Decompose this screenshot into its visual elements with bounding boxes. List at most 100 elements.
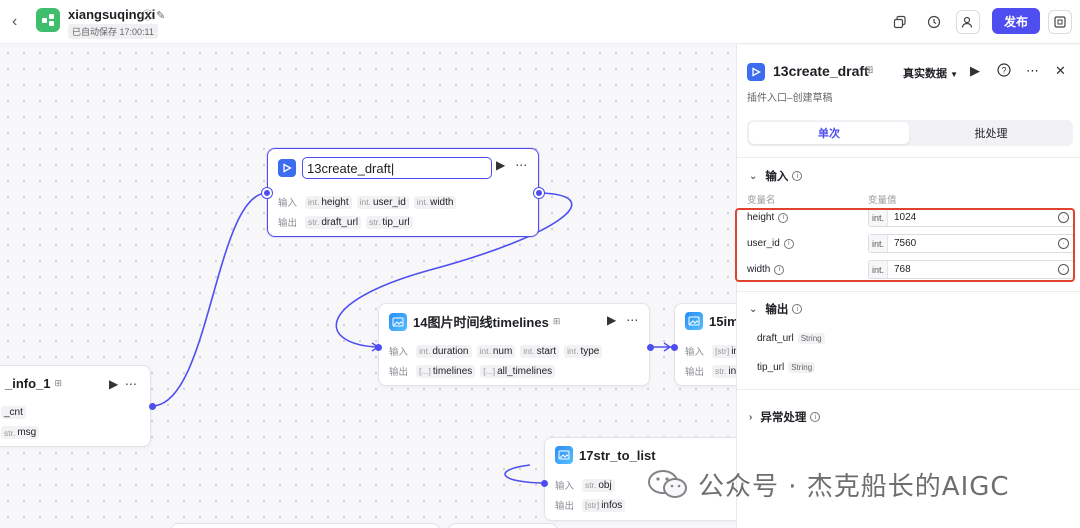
node-title: 14图片时间线timelines [413, 315, 549, 330]
clear-icon[interactable]: · [1058, 212, 1069, 223]
layout-icon[interactable] [1048, 10, 1072, 34]
output-port[interactable] [149, 403, 156, 410]
node-img[interactable]: 15im 输入 [str]im 输出 str.inf [671, 303, 736, 386]
param-tag: [str]infos [582, 498, 626, 512]
param-tag: int.num [476, 344, 516, 358]
more-icon[interactable]: ⋯ [626, 313, 639, 327]
info-icon: i [783, 238, 794, 249]
workflow-canvas[interactable]: _info_1 ⊞ ▶ ⋯ _cnt str.msg 13create_draf… [0, 45, 736, 528]
more-icon[interactable]: ⋯ [124, 377, 137, 391]
input-port[interactable] [671, 344, 678, 351]
user-icon[interactable] [956, 10, 980, 34]
param-tag: [...]timelines [416, 364, 476, 378]
info-icon: i [792, 171, 803, 181]
param-tag: [str]im [712, 344, 736, 358]
edge-info-to-draft [151, 192, 268, 407]
app-name: xiangsuqingxi [68, 7, 156, 22]
badge-icon: ⊞ [54, 378, 63, 388]
connection-edges [151, 192, 672, 484]
info-icon: i [774, 264, 785, 275]
node-info[interactable]: _info_1 ⊞ ▶ ⋯ _cnt str.msg [0, 365, 156, 447]
tab-single[interactable]: 单次 [749, 122, 909, 144]
node-partial[interactable] [170, 523, 440, 528]
copy-icon[interactable] [888, 10, 912, 34]
back-arrow-icon[interactable]: ‹ [12, 13, 18, 30]
param-tag: int.start [520, 344, 560, 358]
node-detail-panel: 13create_draft ⊞ 真实数据 ▼ ▶ ? ⋯ ✕ 插件入口–创建草… [736, 45, 1080, 528]
run-icon[interactable]: ▶ [607, 313, 617, 327]
info-icon: i [792, 304, 803, 314]
input-port[interactable] [262, 188, 272, 198]
var-input-user-id[interactable]: int. 7560 · [868, 234, 1074, 253]
node-partial[interactable] [448, 523, 558, 528]
chevron-down-icon: ⌄ [749, 303, 758, 315]
save-status-badge: 已自动保存 17:00:11 [68, 24, 158, 39]
var-input-width[interactable]: int. 768 · [868, 260, 1074, 279]
close-icon[interactable]: ✕ [1055, 63, 1066, 78]
param-tag: int.height [305, 195, 352, 209]
run-icon[interactable]: ▶ [496, 158, 506, 172]
param-tag: str.tip_url [366, 215, 413, 229]
more-icon[interactable]: ⋯ [515, 158, 528, 172]
info-icon: i [778, 212, 789, 223]
badge-icon: ⊞ [552, 316, 561, 326]
history-icon[interactable] [922, 10, 946, 34]
node-title: 15im [709, 313, 736, 329]
input-port[interactable] [541, 480, 548, 487]
watermark: 公众号 · 杰克船长的AIGC [646, 466, 1010, 502]
param-tag: str.inf [712, 364, 736, 378]
node-title: _info_1 [5, 376, 51, 391]
param-tag: int.width [413, 195, 457, 209]
play-plugin-icon [278, 159, 296, 177]
param-tag: str.msg [1, 426, 40, 439]
edit-icon[interactable]: ✎ [156, 10, 166, 22]
param-tag: int.user_id [356, 195, 409, 209]
clear-icon[interactable]: · [1058, 264, 1069, 275]
param-tag: str.draft_url [305, 215, 362, 229]
info-icon: i [810, 412, 821, 422]
output-port[interactable] [534, 188, 544, 198]
app-logo-icon [36, 8, 60, 32]
run-mode-tabs: 单次 批处理 [747, 120, 1073, 146]
node-create-draft[interactable]: 13create_draft| ▶ ⋯ 输入 int.height int.us… [262, 148, 544, 237]
publish-button[interactable]: 发布 [992, 8, 1040, 34]
data-mode-dropdown[interactable]: 真实数据 ▼ [903, 68, 958, 80]
param-tag: int.duration [416, 344, 472, 358]
tab-batch[interactable]: 批处理 [974, 128, 1008, 140]
info-icon[interactable]: ⓘ [142, 10, 153, 22]
clear-icon[interactable]: · [1058, 238, 1069, 249]
output-port[interactable] [647, 344, 654, 351]
node-timelines[interactable]: 14图片时间线timelines ⊞ ▶ ⋯ 输入 int.duration i… [375, 303, 654, 386]
edge-into-str-to-list [504, 464, 547, 484]
play-plugin-icon [747, 63, 765, 81]
run-icon[interactable]: ▶ [109, 377, 119, 391]
wechat-icon [648, 470, 687, 498]
badge-icon: ⊞ [865, 65, 874, 76]
panel-title: 13create_draft [773, 63, 869, 79]
input-port[interactable] [375, 344, 382, 351]
caret-down-icon: ▼ [950, 70, 958, 79]
param-tag: [...]all_timelines [480, 364, 556, 378]
more-icon[interactable]: ⋯ [1026, 63, 1039, 78]
edge-draft-to-timelines [335, 192, 573, 348]
param-tag: int.type [564, 344, 603, 358]
chevron-right-icon: › [749, 411, 753, 423]
node-str-to-list[interactable]: 17str_to_list 输入 str.obj 输出 [str]infos [541, 437, 736, 521]
node-title: 17str_to_list [579, 447, 656, 463]
image-plugin-icon [555, 446, 573, 464]
help-icon[interactable]: ? [997, 63, 1011, 80]
panel-subtitle: 插件入口–创建草稿 [747, 93, 833, 104]
node-title-input[interactable]: 13create_draft| [302, 157, 492, 179]
top-bar: ‹ xiangsuqingxi ⓘ ✎ 已自动保存 17:00:11 发布 [0, 0, 1080, 44]
param-tag: _cnt [1, 406, 26, 419]
chevron-down-icon: ⌄ [749, 170, 758, 182]
run-icon[interactable]: ▶ [970, 63, 980, 78]
